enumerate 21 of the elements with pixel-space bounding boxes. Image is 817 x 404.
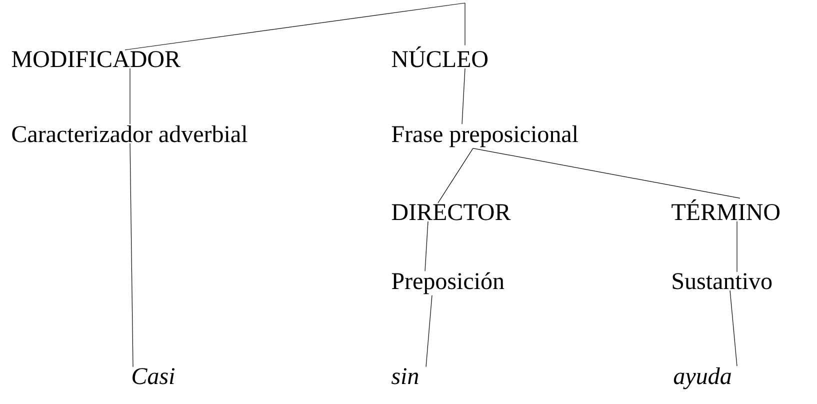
category-label: Caracterizador adverbial <box>12 125 248 142</box>
category-label: NÚCLEO <box>392 46 488 68</box>
tree-branch <box>472 148 740 198</box>
tree-branch <box>426 295 432 368</box>
category-label: TÉRMINO <box>672 199 780 220</box>
category-label: DIRECTOR <box>392 204 511 220</box>
category-label: Preposición <box>392 272 504 294</box>
tree-branch <box>462 68 466 124</box>
tree-branch <box>464 2 466 46</box>
leaf-word: Casi <box>132 368 174 384</box>
tree-branch <box>124 2 466 50</box>
tree-branch <box>424 221 428 272</box>
tree-branch <box>730 290 738 366</box>
category-label: Frase preposicional <box>392 125 578 148</box>
tree-branch <box>130 143 134 368</box>
tree-branch <box>438 148 474 204</box>
category-label: Sustantivo <box>672 273 772 290</box>
leaf-word: sin <box>392 368 418 384</box>
category-label: MODIFICADOR <box>12 51 180 68</box>
leaf-word: ayuda <box>674 367 731 390</box>
tree-branch <box>736 221 738 272</box>
